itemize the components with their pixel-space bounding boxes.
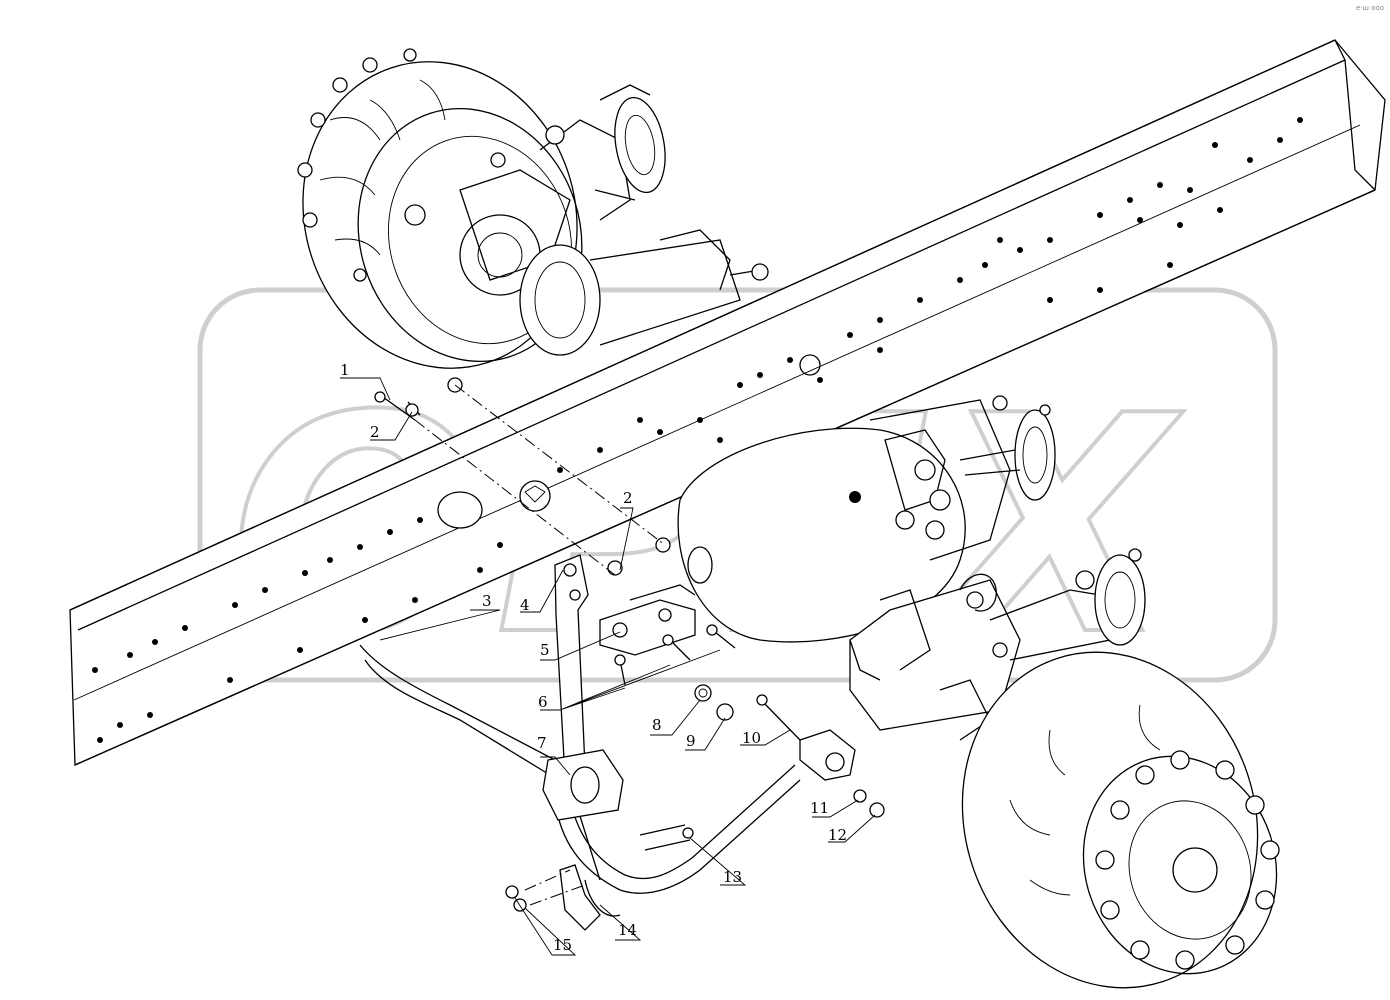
corner-mark: e·ш ооо <box>1355 4 1384 12</box>
rear-axle-housing <box>519 229 769 356</box>
callout-10: 10 <box>742 729 761 747</box>
callout-2-lower: 2 <box>623 489 633 507</box>
callouts: 1 2 2 3 4 5 6 7 8 9 10 11 12 13 14 15 <box>340 361 847 954</box>
differential-housing <box>677 395 1056 643</box>
callout-2-upper: 2 <box>370 423 380 441</box>
front-axle-housing <box>849 548 1146 741</box>
callout-11: 11 <box>810 799 829 817</box>
rear-brake-drum <box>297 48 666 369</box>
callout-5: 5 <box>540 641 550 659</box>
callout-15: 15 <box>553 936 572 954</box>
callout-6: 6 <box>538 693 548 711</box>
frame-holes <box>92 117 1303 743</box>
callout-1: 1 <box>340 361 350 379</box>
stabilizer-bar <box>359 644 801 894</box>
callout-3: 3 <box>482 592 492 610</box>
callout-12: 12 <box>828 826 847 844</box>
assembly-centerlines <box>414 384 666 906</box>
leader-lines <box>340 377 876 956</box>
callout-4: 4 <box>520 596 530 614</box>
callout-8: 8 <box>652 716 662 734</box>
callout-9: 9 <box>686 732 696 750</box>
frame-rail <box>69 39 1386 766</box>
fasteners <box>374 377 885 931</box>
front-brake-drum <box>961 651 1280 989</box>
callout-7: 7 <box>537 734 547 752</box>
callout-13: 13 <box>723 868 742 886</box>
callout-14: 14 <box>618 921 637 939</box>
stabilizer-link <box>542 554 624 821</box>
